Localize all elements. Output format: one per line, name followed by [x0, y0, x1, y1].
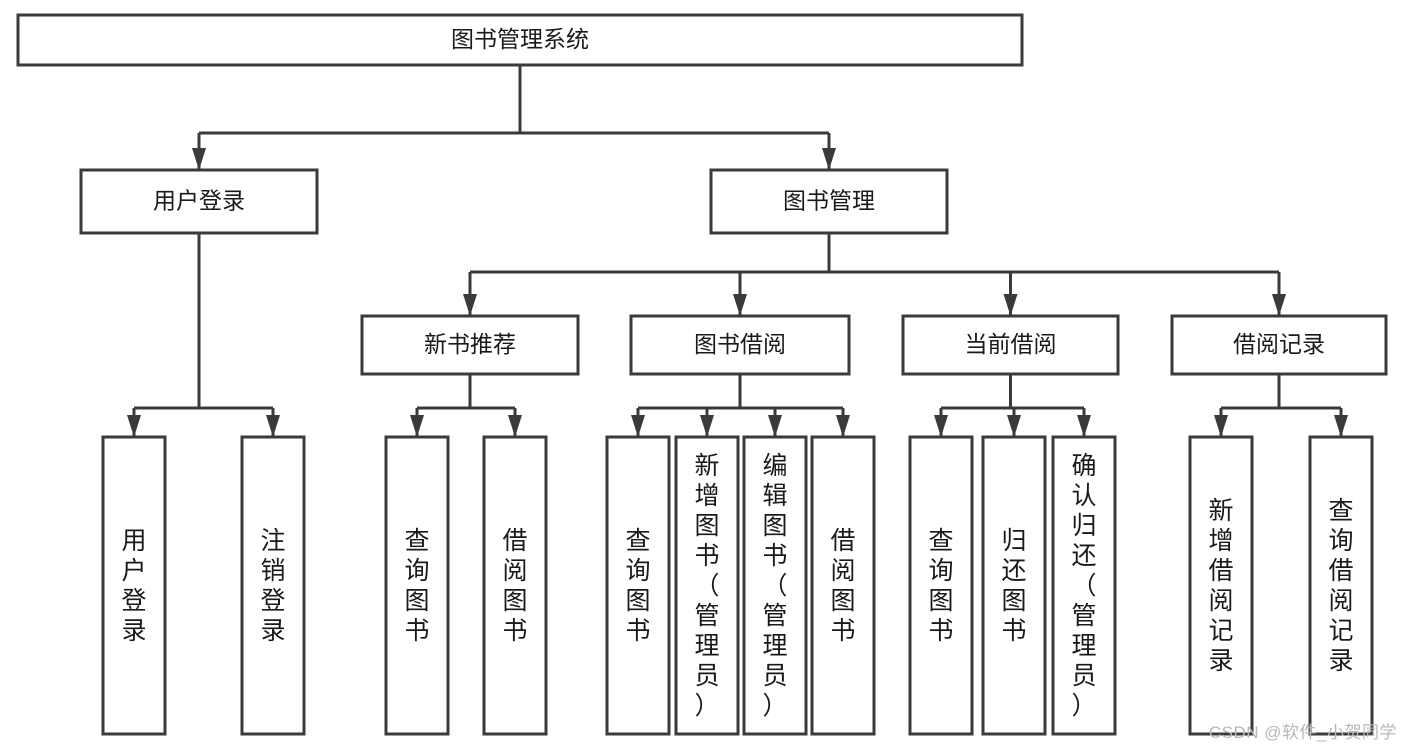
node-leaf-4[interactable]: 查询图书 — [605, 435, 671, 736]
arrow-head-icon — [768, 415, 782, 437]
node-label: 新书推荐 — [424, 331, 516, 357]
arrow-head-icon — [836, 415, 850, 437]
node-label: 借阅记录 — [1233, 331, 1325, 357]
arrow-head-icon — [733, 294, 747, 316]
node-box[interactable] — [101, 435, 167, 736]
node-box[interactable] — [901, 314, 1120, 376]
node-label: 归还图书 — [1001, 527, 1026, 645]
node-leaf-5[interactable]: 新增图书（管理员） — [674, 435, 740, 736]
node-label: 查询借阅记录 — [1328, 497, 1353, 675]
node-leaf-0[interactable]: 用户登录 — [101, 435, 167, 736]
node-box[interactable] — [360, 314, 580, 376]
node-label: 查询图书 — [625, 527, 650, 645]
arrow-head-icon — [1214, 415, 1228, 437]
csdn-watermark: CSDN @软件_小贺同学 — [1208, 723, 1397, 742]
node-label: 借阅图书 — [830, 527, 855, 645]
node-box[interactable] — [605, 435, 671, 736]
node-leaf-7[interactable]: 借阅图书 — [810, 435, 876, 736]
node-box[interactable] — [908, 435, 974, 736]
connector-layer — [127, 65, 1348, 437]
node-layer: 图书管理系统用户登录图书管理新书推荐图书借阅当前借阅借阅记录用户登录注销登录查询… — [16, 13, 1388, 736]
node-box[interactable] — [1308, 435, 1374, 736]
node-level2-1[interactable]: 图书管理 — [709, 168, 949, 235]
node-box[interactable] — [674, 435, 740, 736]
node-label: 确认归还（管理员） — [1071, 452, 1096, 720]
arrow-head-icon — [1007, 415, 1021, 437]
node-box[interactable] — [79, 168, 319, 235]
node-leaf-9[interactable]: 归还图书 — [981, 435, 1047, 736]
node-label: 图书管理系统 — [451, 26, 589, 52]
node-root-0[interactable]: 图书管理系统 — [16, 13, 1024, 67]
arrow-head-icon — [1003, 294, 1018, 316]
node-box[interactable] — [384, 435, 450, 736]
arrow-head-icon — [410, 415, 424, 437]
node-leaf-11[interactable]: 新增借阅记录 — [1188, 435, 1254, 736]
node-label: 借阅图书 — [502, 527, 527, 645]
node-label: 新增图书（管理员） — [694, 452, 719, 720]
arrow-head-icon — [1077, 415, 1091, 437]
arrow-head-icon — [192, 148, 206, 170]
arrow-head-icon — [934, 415, 948, 437]
node-leaf-1[interactable]: 注销登录 — [240, 435, 306, 736]
node-box[interactable] — [629, 314, 851, 376]
node-leaf-10[interactable]: 确认归还（管理员） — [1051, 435, 1117, 736]
node-leaf-6[interactable]: 编辑图书（管理员） — [742, 435, 808, 736]
node-box[interactable] — [1170, 314, 1388, 376]
node-level2-0[interactable]: 用户登录 — [79, 168, 319, 235]
node-level3-3[interactable]: 借阅记录 — [1170, 314, 1388, 376]
node-box[interactable] — [709, 168, 949, 235]
node-label: 编辑图书（管理员） — [762, 452, 787, 720]
node-label: 当前借阅 — [965, 331, 1057, 357]
node-leaf-12[interactable]: 查询借阅记录 — [1308, 435, 1374, 736]
node-label: 注销登录 — [260, 527, 285, 645]
node-label: 查询图书 — [928, 527, 953, 645]
node-label: 查询图书 — [404, 527, 429, 645]
arrow-head-icon — [1272, 294, 1286, 316]
node-label: 用户登录 — [153, 188, 245, 214]
arrow-head-icon — [463, 294, 477, 316]
node-level3-2[interactable]: 当前借阅 — [901, 314, 1120, 376]
arrow-head-icon — [631, 415, 645, 437]
arrow-head-icon — [127, 415, 141, 437]
node-box[interactable] — [1051, 435, 1117, 736]
node-label: 用户登录 — [121, 527, 146, 645]
node-label: 新增借阅记录 — [1208, 497, 1233, 675]
arrow-head-icon — [822, 148, 836, 170]
arrow-head-icon — [700, 415, 714, 437]
node-box[interactable] — [1188, 435, 1254, 736]
node-box[interactable] — [240, 435, 306, 736]
arrow-head-icon — [1334, 415, 1348, 437]
node-box[interactable] — [482, 435, 548, 736]
node-box[interactable] — [742, 435, 808, 736]
node-box[interactable] — [981, 435, 1047, 736]
node-level3-1[interactable]: 图书借阅 — [629, 314, 851, 376]
node-leaf-2[interactable]: 查询图书 — [384, 435, 450, 736]
node-box[interactable] — [16, 13, 1024, 67]
node-leaf-8[interactable]: 查询图书 — [908, 435, 974, 736]
arrow-head-icon — [266, 415, 280, 437]
node-box[interactable] — [810, 435, 876, 736]
node-level3-0[interactable]: 新书推荐 — [360, 314, 580, 376]
node-label: 图书借阅 — [694, 331, 786, 357]
node-label: 图书管理 — [783, 188, 875, 214]
arrow-head-icon — [508, 415, 522, 437]
node-leaf-3[interactable]: 借阅图书 — [482, 435, 548, 736]
